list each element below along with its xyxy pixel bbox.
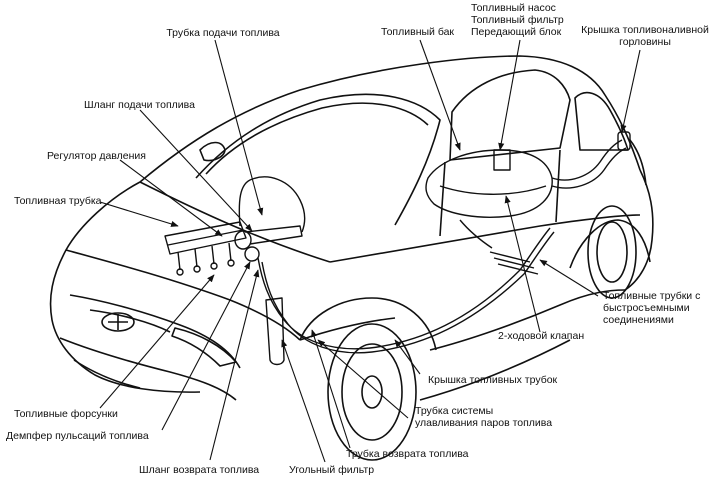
label-pump-filter-sender: Топливный насос Топливный фильтр Передаю… — [471, 2, 564, 38]
label-return-hose: Шланг возврата топлива — [139, 464, 260, 476]
label-charcoal-canister: Угольный фильтр — [289, 464, 375, 476]
label-two-way-valve: 2-ходовой клапан — [498, 330, 585, 342]
label-fuel-tank: Топливный бак — [381, 26, 455, 38]
label-fuel-feed-hose: Шланг подачи топлива — [84, 99, 195, 111]
label-fuel-rail: Топливная трубка — [14, 195, 102, 207]
label-pulsation-damper: Демпфер пульсаций топлива — [6, 430, 149, 442]
label-return-pipe: Трубка возврата топлива — [346, 448, 469, 460]
label-filler-cap: Крышка топливоналивной горловины — [581, 24, 709, 48]
leader-lines — [99, 39, 641, 463]
label-quick-connect-pipes: Топливные трубки с быстросъемными соедин… — [603, 290, 701, 326]
label-injectors: Топливные форсунки — [14, 408, 118, 420]
car-body — [49, 55, 654, 461]
label-fuel-feed-pipe: Трубка подачи топлива — [166, 27, 280, 39]
fuel-components — [164, 131, 631, 366]
label-pipe-cover: Крышка топливных трубок — [428, 374, 558, 386]
label-evap-pipe: Трубка системы улавливания паров топлива — [415, 405, 553, 429]
label-pressure-regulator: Регулятор давления — [47, 150, 146, 162]
